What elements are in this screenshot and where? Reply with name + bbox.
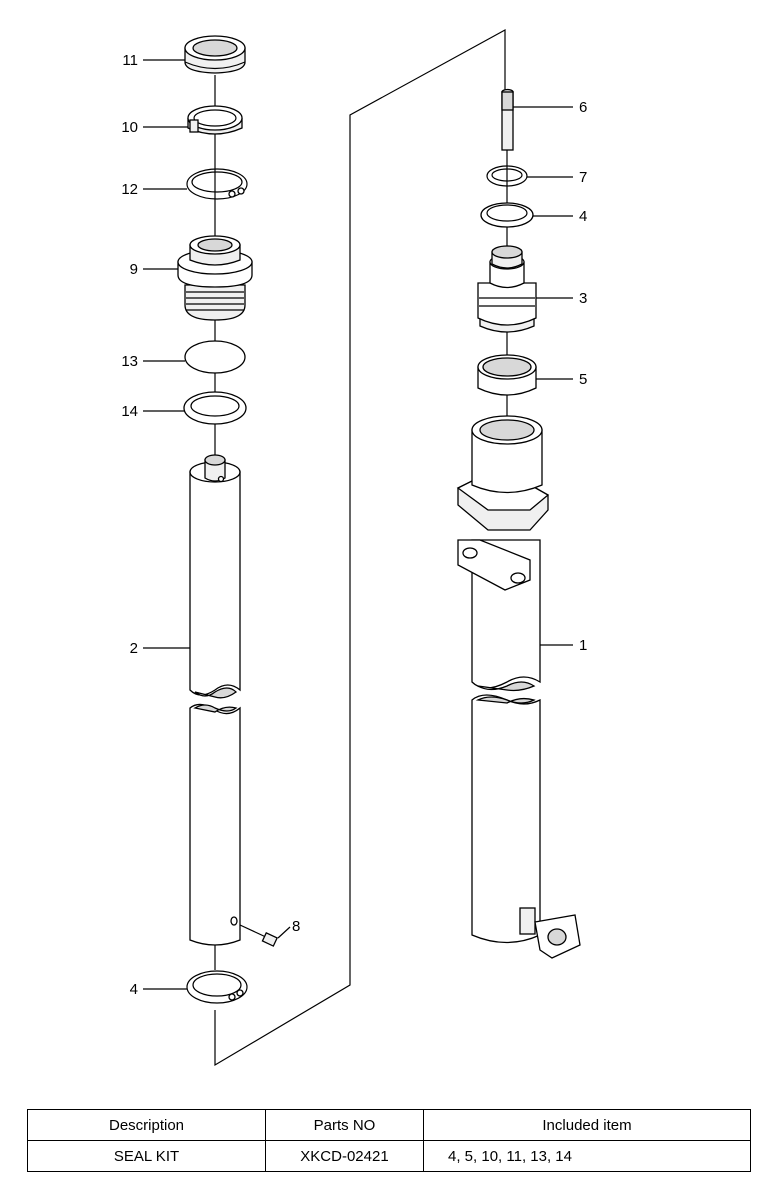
assembly-guide-line	[214, 28, 506, 1067]
callout-12: 12	[121, 181, 138, 198]
part-4-upper-ring	[480, 202, 534, 228]
callout-14: 14	[121, 403, 138, 420]
part-3-piston	[477, 245, 537, 333]
callout-6: 6	[579, 99, 587, 116]
callout-2: 2	[130, 640, 138, 657]
callout-13: 13	[121, 353, 138, 370]
part-11-ring	[184, 35, 246, 74]
part-1-cylinder-lower	[471, 694, 581, 959]
callout-10: 10	[121, 119, 138, 136]
part-4-lower-snap-ring	[186, 970, 248, 1004]
header-included-item: Included item	[423, 1109, 751, 1141]
cell-parts-no: XKCD-02421	[265, 1140, 424, 1172]
callout-8: 8	[292, 918, 300, 935]
part-2-rod-upper	[189, 454, 241, 699]
callout-4-upper: 4	[579, 208, 587, 225]
callout-11: 11	[122, 52, 138, 69]
part-12-snap-ring	[186, 168, 248, 200]
cell-included-item: 4, 5, 10, 11, 13, 14	[423, 1140, 751, 1172]
callout-3: 3	[579, 290, 587, 307]
callout-7: 7	[579, 169, 587, 186]
table-header-row: Description Parts NO Included item	[27, 1109, 751, 1141]
callout-5: 5	[579, 371, 587, 388]
header-parts-no: Parts NO	[265, 1109, 424, 1141]
part-14-backup-ring	[183, 391, 247, 425]
table-row: SEAL KIT XKCD-02421 4, 5, 10, 11, 13, 14	[27, 1140, 751, 1172]
cell-description: SEAL KIT	[27, 1140, 266, 1172]
exploded-parts-diagram: 11 10 12 9 13 14 2 4 8 6 7 4 3 5 1	[121, 28, 587, 1067]
callout-1: 1	[579, 637, 587, 654]
part-1-cylinder-upper	[456, 415, 550, 692]
part-8-set-screw	[239, 924, 291, 947]
part-6-pin	[501, 88, 514, 151]
part-9-gland	[177, 235, 253, 321]
part-13-o-ring	[184, 340, 246, 374]
callout-4-lower: 4	[130, 981, 138, 998]
callout-9: 9	[130, 261, 138, 278]
part-5-bushing	[477, 354, 537, 396]
header-description: Description	[27, 1109, 266, 1141]
seal-kit-table: Description Parts NO Included item SEAL …	[27, 1109, 751, 1172]
part-2-rod-lower	[189, 703, 241, 946]
part-7-snap-ring	[486, 165, 528, 187]
part-10-ring	[187, 105, 243, 135]
